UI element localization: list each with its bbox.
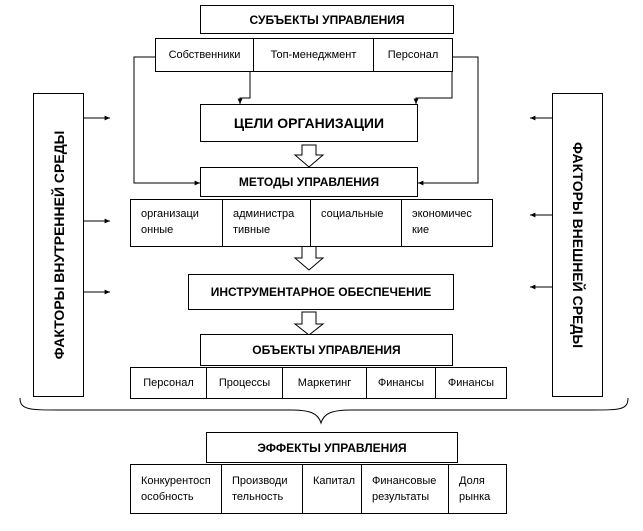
effect-productivity: Производи тельность — [221, 464, 303, 514]
subjects-title-box: СУБЪЕКТЫ УПРАВЛЕНИЯ — [200, 5, 454, 34]
object-finance-2: Финансы — [435, 367, 507, 399]
goals-title: ЦЕЛИ ОРГАНИЗАЦИИ — [233, 115, 385, 131]
effects-title-box: ЭФФЕКТЫ УПРАВЛЕНИЯ — [206, 432, 458, 463]
object-processes: Процессы — [206, 367, 283, 399]
external-factors-label: ФАКТОРЫ ВНЕШНЕЙ СРЕДЫ — [569, 141, 586, 349]
methods-title-box: МЕТОДЫ УПРАВЛЕНИЯ — [200, 167, 418, 197]
effect-financial-results: Финансовые результаты — [361, 464, 449, 514]
effects-title: ЭФФЕКТЫ УПРАВЛЕНИЯ — [257, 440, 407, 455]
effect-capital: Капитал — [302, 464, 362, 514]
objects-title: ОБЪЕКТЫ УПРАВЛЕНИЯ — [252, 343, 401, 357]
tools-box: ИНСТРУМЕНТАРНОЕ ОБЕСПЕЧЕНИЕ — [188, 274, 454, 310]
subject-personnel: Персонал — [373, 38, 453, 72]
external-factors-box: ФАКТОРЫ ВНЕШНЕЙ СРЕДЫ — [552, 93, 603, 397]
objects-title-box: ОБЪЕКТЫ УПРАВЛЕНИЯ — [200, 334, 453, 366]
effect-competitiveness: Конкурентосп особность — [130, 464, 222, 514]
methods-title: МЕТОДЫ УПРАВЛЕНИЯ — [238, 175, 380, 189]
tools-title: ИНСТРУМЕНТАРНОЕ ОБЕСПЕЧЕНИЕ — [210, 285, 432, 299]
subjects-title: СУБЪЕКТЫ УПРАВЛЕНИЯ — [249, 12, 405, 27]
subject-owners: Собственники — [155, 38, 254, 72]
subject-top-management: Топ-менеджмент — [253, 38, 374, 72]
object-marketing: Маркетинг — [282, 367, 367, 399]
method-administrative: администра тивные — [222, 199, 311, 247]
effect-market-share: Доля рынка — [448, 464, 507, 514]
internal-factors-label: ФАКТОРЫ ВНУТРЕННЕЙ СРЕДЫ — [50, 130, 67, 360]
object-finance-1: Финансы — [366, 367, 436, 399]
internal-factors-box: ФАКТОРЫ ВНУТРЕННЕЙ СРЕДЫ — [33, 93, 84, 397]
method-organizational: организаци онные — [130, 199, 223, 247]
object-personnel: Персонал — [130, 367, 207, 399]
method-social: социальные — [310, 199, 402, 247]
goals-box: ЦЕЛИ ОРГАНИЗАЦИИ — [200, 104, 418, 142]
method-economic: экономичес кие — [401, 199, 493, 247]
